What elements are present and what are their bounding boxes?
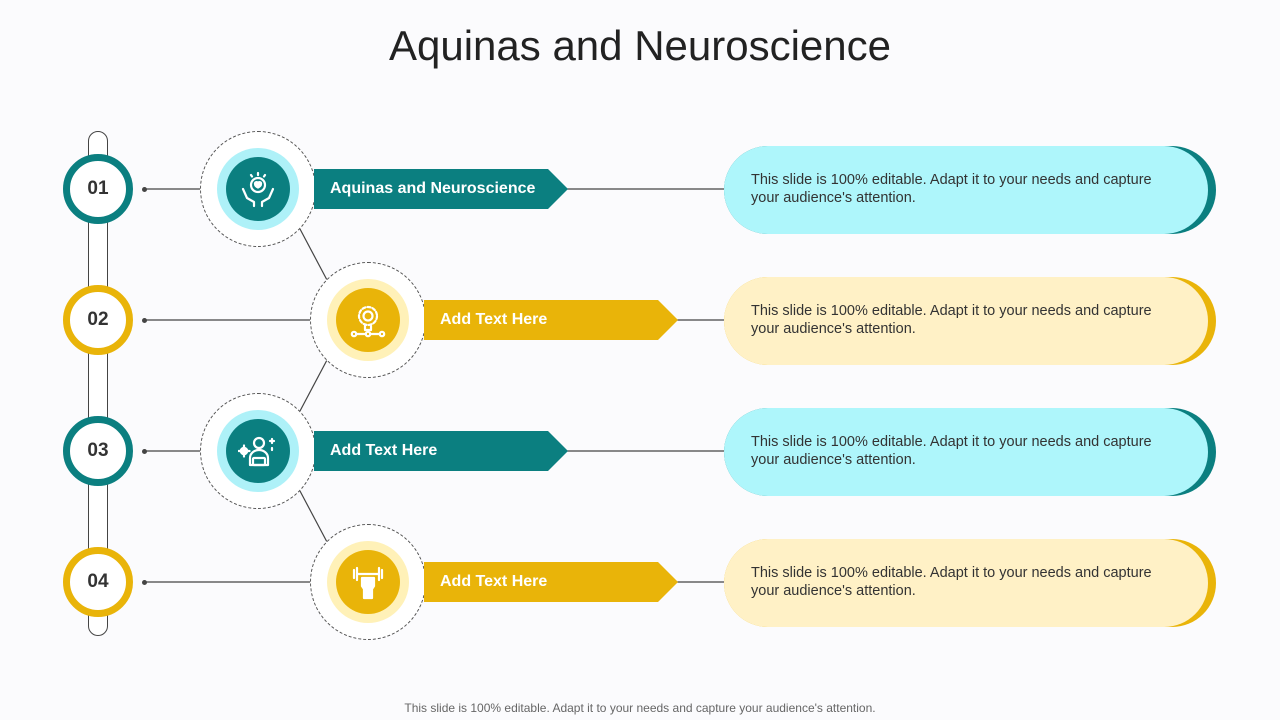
brain-gear-icon xyxy=(336,288,400,352)
step-description: This slide is 100% editable. Adapt it to… xyxy=(724,408,1208,496)
hand-dumbbell-icon xyxy=(336,550,400,614)
step-number-badge: 02 xyxy=(63,285,133,355)
person-gear-icon xyxy=(226,419,290,483)
slide-title: Aquinas and Neuroscience xyxy=(389,22,891,69)
hands-heart-icon xyxy=(226,157,290,221)
step-description: This slide is 100% editable. Adapt it to… xyxy=(724,277,1208,365)
step-description: This slide is 100% editable. Adapt it to… xyxy=(724,146,1208,234)
step-label-banner: Add Text Here xyxy=(314,431,568,471)
connector-dot xyxy=(142,448,147,454)
timeline-rail xyxy=(88,131,108,636)
step-description: This slide is 100% editable. Adapt it to… xyxy=(724,539,1208,627)
slide-footer-note: This slide is 100% editable. Adapt it to… xyxy=(404,701,876,715)
step-label-banner: Add Text Here xyxy=(424,300,678,340)
step-number-badge: 03 xyxy=(63,416,133,486)
step-label-banner: Add Text Here xyxy=(424,562,678,602)
connector-dot xyxy=(142,579,147,585)
connector-dot xyxy=(142,186,147,192)
step-label-banner: Aquinas and Neuroscience xyxy=(314,169,568,209)
step-number-badge: 04 xyxy=(63,547,133,617)
connector-dot xyxy=(142,317,147,323)
step-number-badge: 01 xyxy=(63,154,133,224)
